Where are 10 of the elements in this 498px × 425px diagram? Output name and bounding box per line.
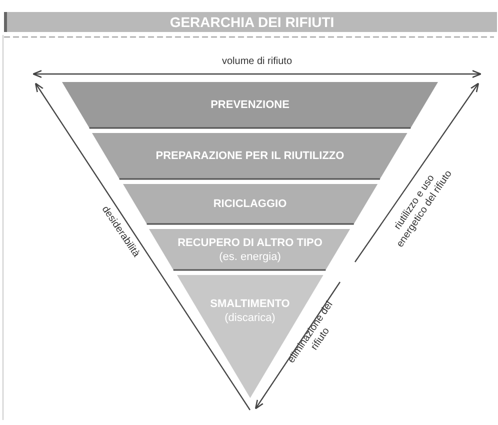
level-label: PREVENZIONE xyxy=(210,98,290,112)
level-label: PREPARAZIONE PER IL RIUTILIZZO xyxy=(156,149,344,163)
level-label: RECUPERO DI ALTRO TIPO xyxy=(178,236,322,250)
hierarchy-band xyxy=(149,229,351,270)
title-banner: GERARCHIA DEI RIFIUTI xyxy=(4,12,497,32)
level-note: (es. energia) xyxy=(219,250,281,264)
axis-label: volume di rifiuto xyxy=(220,56,294,68)
level-label: RICICLAGGIO xyxy=(213,197,287,211)
hierarchy-band xyxy=(62,82,438,128)
hierarchy-band xyxy=(92,133,408,179)
